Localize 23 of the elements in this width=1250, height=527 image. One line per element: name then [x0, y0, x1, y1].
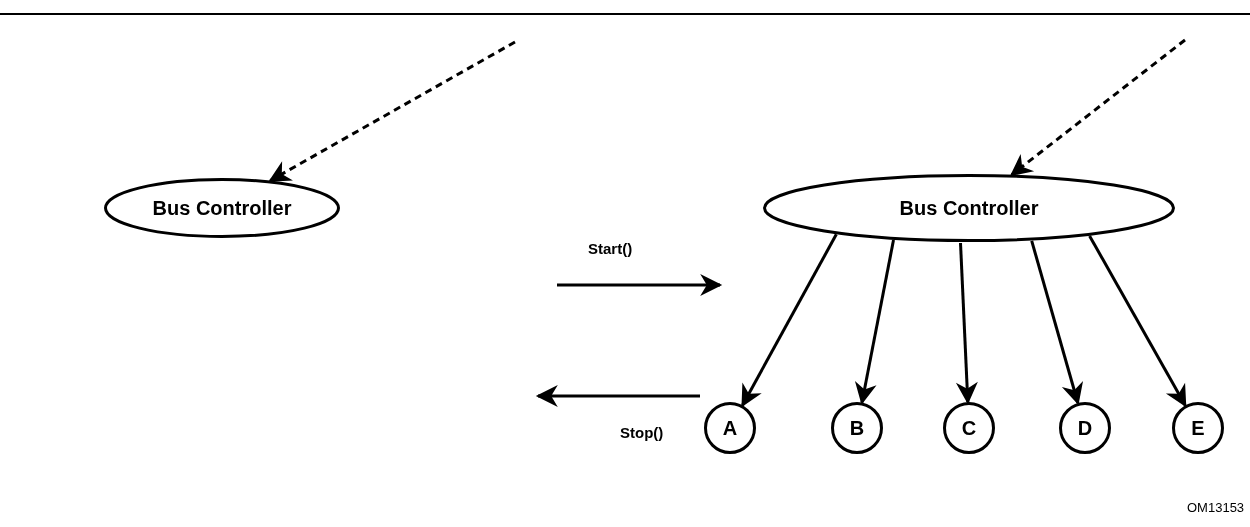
circle-node [1059, 402, 1111, 454]
node-label: E [1191, 416, 1205, 440]
arrow [1088, 235, 1187, 408]
circle-node [831, 402, 883, 454]
arrow [741, 233, 838, 408]
arrow [1030, 240, 1084, 406]
arrow-label: Start() [588, 240, 633, 257]
arrow-label: Stop() [620, 424, 664, 441]
node-label: B [849, 416, 865, 440]
node-label: Bus Controller [899, 196, 1039, 220]
node-label: D [1077, 416, 1093, 440]
arrow [854, 239, 895, 405]
ellipse-node [104, 178, 340, 238]
figure-id: OM13153 [1187, 500, 1245, 515]
arrow [1010, 38, 1186, 177]
circle-node [943, 402, 995, 454]
node-label: Bus Controller [152, 196, 292, 220]
circle-node [1172, 402, 1224, 454]
ellipse-node [763, 174, 1175, 242]
circle-node [704, 402, 756, 454]
node-label: A [722, 416, 738, 440]
arrow [268, 40, 516, 182]
node-label: C [961, 416, 977, 440]
